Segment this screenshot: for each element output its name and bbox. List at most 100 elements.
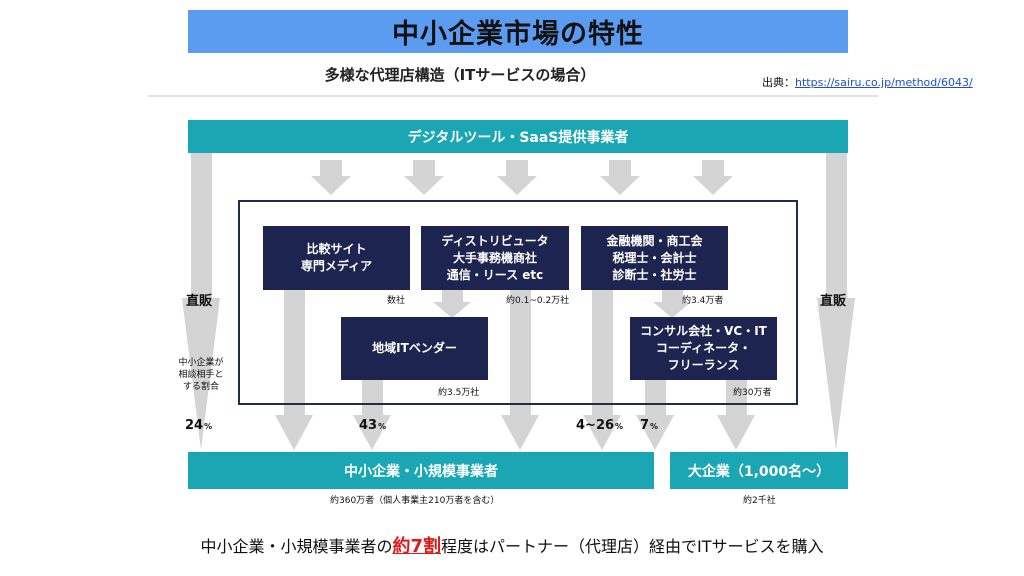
title-banner: 中小企業市場の特性	[188, 10, 848, 53]
distributor-to-local-it-arrow	[433, 290, 471, 318]
page-title: 中小企業市場の特性	[392, 19, 644, 50]
pct-direct: 24%	[185, 418, 212, 433]
arrow-head	[600, 176, 640, 195]
arrow-head	[182, 298, 220, 450]
agency-line: ディストリビュータ	[441, 233, 549, 248]
provider-to-agency-arrow	[404, 160, 444, 195]
arrow-head	[583, 415, 621, 450]
agency-distributor-box: ディストリビュータ 大手事務機商社 通信・リース etc	[421, 226, 569, 290]
local-it-to-smb-arrow	[353, 380, 391, 450]
summary-after: 程度はパートナー（代理店）経由でITサービスを購入	[441, 537, 824, 556]
arrow-head	[653, 302, 691, 318]
arrow-shaft	[645, 380, 666, 415]
agency-comparison-box: 比較サイト 専門メディア	[263, 226, 410, 290]
arrow-head	[433, 302, 471, 318]
distributor-to-smb-arrow	[501, 290, 539, 450]
pct-unit: %	[650, 422, 659, 431]
agency-line: 診断士・社労士	[612, 267, 697, 282]
arrow-head	[497, 176, 537, 195]
pct-consultant: 7%	[640, 418, 658, 433]
agency-line: コンサル会社・VC・IT	[640, 324, 767, 338]
agency-local-it-box: 地域ITベンダー	[341, 317, 488, 380]
note-line: する割合	[182, 382, 219, 392]
arrow-head	[693, 176, 733, 195]
agency-line: 金融機関・商工会	[606, 233, 703, 248]
arrow-shaft	[320, 160, 342, 176]
agency-line: 通信・リース etc	[446, 267, 544, 282]
direct-left-arrow	[182, 153, 220, 450]
agency-frame	[238, 200, 798, 405]
pct-value: 43	[359, 418, 378, 433]
divider	[148, 95, 878, 97]
provider-bar: デジタルツール・SaaS提供事業者	[188, 120, 848, 153]
arrow-shaft	[506, 160, 528, 176]
finance-to-smb-arrow	[583, 290, 621, 450]
summary-highlight: 約7割	[392, 536, 442, 557]
agency-finance-box: 金融機関・商工会 税理士・会計士 診断士・社労士	[581, 226, 728, 290]
provider-to-agency-arrow	[600, 160, 640, 195]
pct-finance: 4~26%	[576, 418, 623, 433]
agency-line: 税理士・会計士	[612, 250, 697, 265]
arrow-shaft	[826, 153, 847, 298]
arrow-head	[404, 176, 444, 195]
consultation-share-note: 中小企業が 相談相手と する割合	[170, 357, 232, 393]
provider-to-agency-arrow	[693, 160, 733, 195]
comparison-to-smb-arrow	[275, 290, 313, 450]
finance-to-consultant-arrow	[653, 290, 691, 318]
arrow-shaft	[702, 160, 724, 176]
arrow-head	[717, 415, 755, 450]
note-line: 相談相手と	[178, 370, 224, 380]
direct-right-arrow	[817, 153, 855, 450]
provider-to-agency-arrow	[497, 160, 537, 195]
source-label: 出典：	[762, 76, 795, 89]
agency-line: 大手事務機商社	[452, 250, 537, 265]
pct-value: 7	[640, 418, 650, 433]
note-line: 中小企業が	[178, 358, 224, 368]
consultant-to-smb-arrow	[636, 380, 674, 450]
consultant-to-large-arrow	[717, 380, 755, 450]
large-enterprise-bar: 大企業（1,000名～）	[670, 452, 848, 489]
agency-comparison-count: 数社	[387, 296, 406, 306]
pct-value: 24	[185, 418, 204, 433]
agency-line: コーディネータ・	[655, 341, 752, 355]
arrow-shaft	[442, 290, 463, 302]
arrow-shaft	[413, 160, 435, 176]
pct-value: 4~26	[576, 418, 615, 433]
agency-consultant-count: 約30万者	[733, 388, 772, 398]
arrow-head	[311, 176, 351, 195]
arrow-shaft	[284, 290, 305, 415]
arrow-head	[636, 415, 674, 450]
provider-to-agency-arrow	[311, 160, 351, 195]
page-subtitle: 多様な代理店構造（ITサービスの場合）	[324, 66, 596, 84]
source-link[interactable]: https://sairu.co.jp/method/6043/	[795, 76, 973, 89]
agency-line: 専門メディア	[300, 259, 373, 273]
arrow-shaft	[662, 290, 683, 302]
direct-sales-left-label: 直販	[186, 294, 213, 309]
arrow-shaft	[609, 160, 631, 176]
pct-unit: %	[204, 422, 213, 431]
arrow-shaft	[592, 290, 613, 415]
arrow-shaft	[362, 380, 383, 415]
direct-sales-right-label: 直販	[820, 294, 847, 309]
large-enterprise-count: 約2千社	[743, 496, 776, 506]
arrow-shaft	[726, 380, 747, 415]
arrow-head	[501, 415, 539, 450]
agency-line: 比較サイト	[306, 242, 367, 256]
pct-unit: %	[615, 422, 624, 431]
arrow-head	[353, 415, 391, 450]
pct-unit: %	[378, 422, 387, 431]
agency-distributor-count: 約0.1~0.2万社	[506, 296, 570, 306]
agency-local-it-count: 約3.5万社	[438, 388, 480, 398]
source-citation: 出典：https://sairu.co.jp/method/6043/	[762, 74, 973, 90]
agency-consultant-box: コンサル会社・VC・IT コーディネータ・ フリーランス	[630, 317, 777, 380]
agency-line: フリーランス	[667, 358, 740, 372]
agency-finance-count: 約3.4万者	[682, 296, 724, 306]
arrow-head	[275, 415, 313, 450]
pct-local-it: 43%	[359, 418, 386, 433]
arrow-head	[817, 298, 855, 450]
summary-before: 中小企業・小規模事業者の	[200, 537, 393, 556]
arrow-shaft	[191, 153, 212, 298]
arrow-shaft	[510, 290, 531, 415]
summary-text: 中小企業・小規模事業者の約7割程度はパートナー（代理店）経由でITサービスを購入	[0, 532, 1024, 558]
smb-count: 約360万者（個人事業主210万者を含む）	[330, 496, 500, 506]
